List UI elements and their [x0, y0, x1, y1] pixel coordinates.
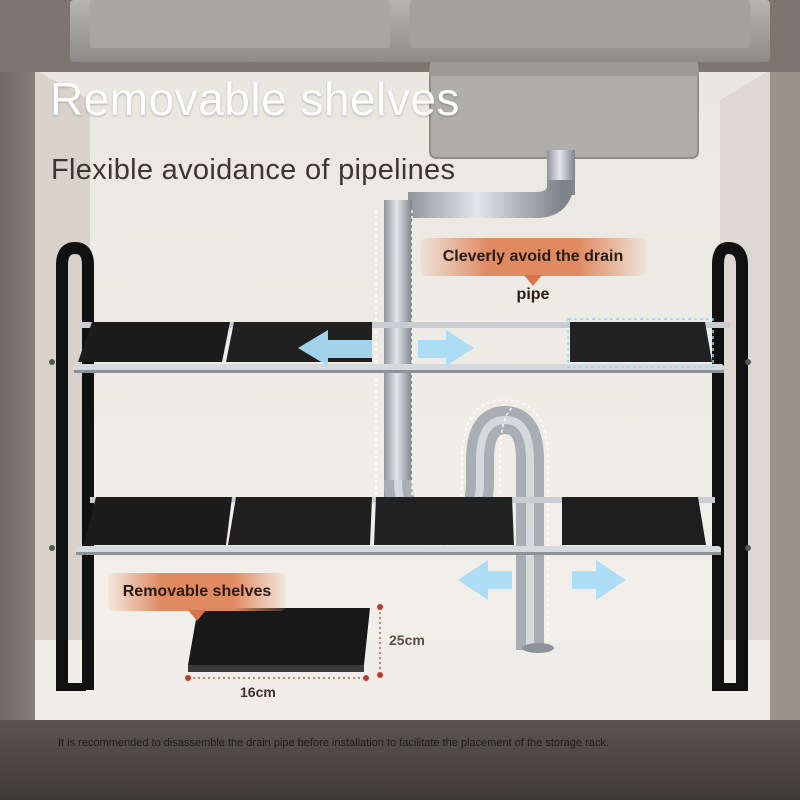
- rack-frame: [49, 241, 751, 691]
- room-floor: [0, 720, 800, 800]
- cabinet-right-door: [770, 60, 800, 720]
- right-arrow-icon: [572, 560, 626, 600]
- drain-pipe-callout: Cleverly avoid the drain pipe: [420, 238, 646, 303]
- sink-bowl: [429, 61, 699, 159]
- installation-note: It is recommended to disassemble the dra…: [58, 737, 609, 749]
- left-arrow-icon: [298, 330, 372, 366]
- height-dimension-label: 25cm: [389, 632, 425, 648]
- removable-panel-stack: [185, 604, 383, 681]
- width-dimension-label: 16cm: [240, 684, 276, 700]
- page-subtitle: Flexible avoidance of pipelines: [51, 154, 456, 186]
- upper-shelf: [74, 318, 730, 373]
- removable-shelves-callout-label: Removable shelves: [122, 583, 272, 600]
- page-title: Removable shelves: [50, 73, 460, 125]
- lower-shelf: [76, 497, 721, 555]
- left-arrow-icon: [458, 560, 512, 600]
- drain-pipe-callout-label: Cleverly avoid the drain pipe: [442, 248, 624, 303]
- callout-pointer-icon: [524, 275, 542, 286]
- callout-pointer-icon: [188, 610, 206, 621]
- cabinet-floor: [35, 640, 770, 720]
- removable-shelves-callout: Removable shelves: [108, 573, 286, 621]
- right-arrow-icon: [418, 330, 474, 366]
